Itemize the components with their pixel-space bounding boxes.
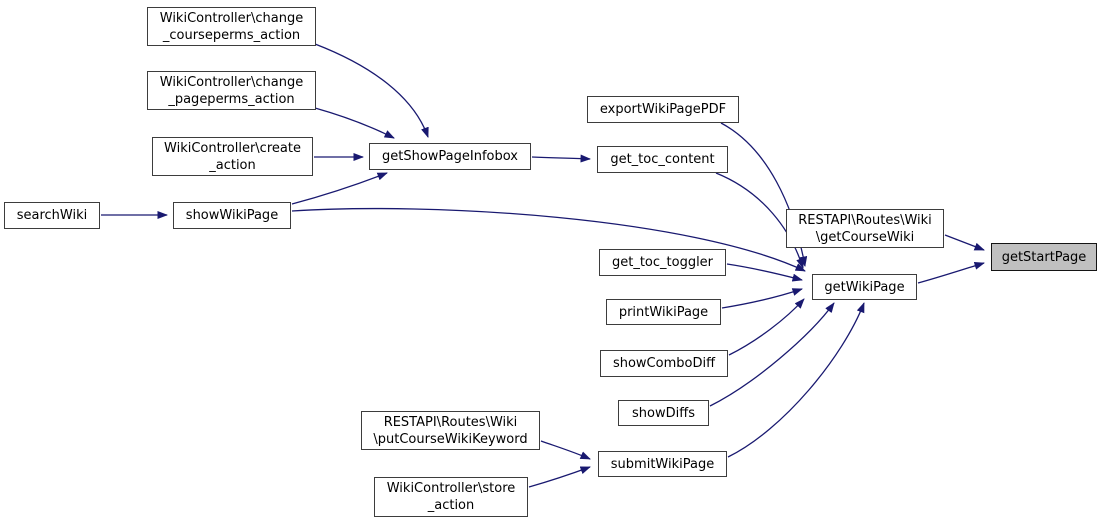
edge-showWikiPage-to-getWikiPage — [291, 207, 806, 272]
edge-putCourseWikiKeyword-to-submitWikiPage — [540, 440, 591, 460]
edge-getWikiPage-to-getStartPage — [917, 261, 985, 284]
node-searchWiki[interactable]: searchWiki — [4, 202, 100, 229]
node-get_toc_content[interactable]: get_toc_content — [597, 146, 728, 173]
node-getShowPageInfobox[interactable]: getShowPageInfobox — [369, 143, 531, 170]
edge-printWikiPage-to-getWikiPage — [721, 288, 803, 309]
node-getCourseWiki[interactable]: RESTAPI\Routes\Wiki \getCourseWiki — [786, 209, 944, 248]
node-getWikiPage[interactable]: getWikiPage — [812, 274, 917, 300]
edge-change_pageperms_action-to-getShowPageInfobox — [314, 107, 395, 139]
node-get_toc_toggler[interactable]: get_toc_toggler — [599, 249, 726, 276]
edge-getShowPageInfobox-to-get_toc_content — [531, 154, 591, 163]
node-store_action[interactable]: WikiController\store _action — [374, 477, 528, 517]
node-showDiffs[interactable]: showDiffs — [618, 400, 709, 426]
node-exportWikiPagePDF[interactable]: exportWikiPagePDF — [587, 96, 739, 123]
edge-change_courseperms_action-to-getShowPageInfobox — [314, 43, 429, 138]
edge-showDiffs-to-getWikiPage — [709, 302, 835, 407]
node-submitWikiPage[interactable]: submitWikiPage — [598, 451, 727, 477]
edge-showComboDiff-to-getWikiPage — [728, 298, 805, 356]
edge-store_action-to-submitWikiPage — [528, 466, 591, 488]
node-getStartPage: getStartPage — [991, 243, 1097, 271]
edge-getCourseWiki-to-getStartPage — [944, 234, 985, 251]
node-showComboDiff[interactable]: showComboDiff — [600, 350, 728, 377]
node-change_courseperms_action[interactable]: WikiController\change _courseperms_actio… — [147, 7, 316, 46]
node-create_action[interactable]: WikiController\create _action — [152, 137, 313, 176]
node-putCourseWikiKeyword[interactable]: RESTAPI\Routes\Wiki \putCourseWikiKeywor… — [361, 411, 540, 450]
node-change_pageperms_action[interactable]: WikiController\change _pageperms_action — [147, 71, 316, 110]
edge-submitWikiPage-to-getWikiPage — [727, 302, 865, 458]
edge-get_toc_toggler-to-getWikiPage — [726, 263, 803, 282]
node-printWikiPage[interactable]: printWikiPage — [606, 299, 721, 325]
edge-showWikiPage-to-getShowPageInfobox — [291, 172, 388, 205]
node-showWikiPage[interactable]: showWikiPage — [173, 202, 291, 229]
